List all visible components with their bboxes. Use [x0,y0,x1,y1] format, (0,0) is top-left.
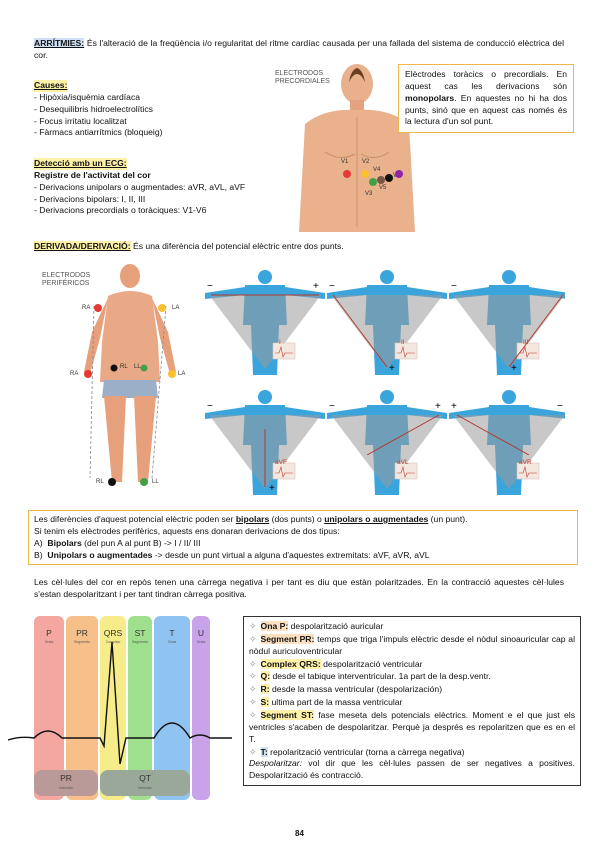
lead-iii-label: III [523,339,529,346]
causes-section: Causes: - Hipòxia/isquèmia cardíaca - De… [34,80,274,139]
lead-definition: DERIVADA/DERIVACIÓ: És una diferència de… [34,241,564,253]
precordial-caption: ELECTRODOS PRECORDIALES [275,70,330,86]
lead-text: És una diferència del potencial elèctric… [133,241,344,251]
svg-text:−: − [557,401,563,412]
lead-term: DERIVADA/DERIVACIÓ: [34,241,131,251]
detection-section: Detecció amb un ECG: Registre de l'activ… [34,158,294,217]
svg-text:+: + [269,483,275,494]
svg-text:−: − [207,401,213,412]
wave-t: T Onda [154,616,190,800]
electrode-label: RA [70,371,79,377]
list-item: - Desequilibris hidroelectrolítics [34,103,153,114]
electrode-label: LA [178,371,186,377]
potential-box: Les diferències d'aquest potencial elèct… [28,510,578,566]
arrhythmia-text: És l'alteració de la freqüència i/o regu… [34,38,564,60]
electrode-label: RA [82,305,91,311]
ecg-legend-box: ✧Ona P: despolarització auricular ✧Segme… [243,616,581,787]
legend-item: ✧T: repolarització ventricular (torna a … [249,746,465,757]
list-item: - Derivacions bipolars: I, II, III [34,193,146,204]
peripheral-figure: ELECTRODOS PERIFÉRICOS RA LA RA RL LL LA… [34,262,194,494]
electrode-label: LL [152,479,159,485]
cells-paragraph: Les cèl·lules del cor en repòs tenen una… [34,577,564,599]
svg-text:+: + [389,363,395,374]
ecg-diagram: P Onda PR Segmento QRS Complejo ST Segme… [8,616,232,800]
body-illustration [84,264,176,486]
svg-text:+: + [511,363,517,374]
list-item: - Derivacions unipolars o augmentades: a… [34,181,246,192]
lead-avf-label: aVF [275,459,287,466]
svg-text:+: + [451,401,457,412]
legend-note: Despolaritzar: vol dir que les cèl·lules… [249,758,575,781]
legend-item: ✧Ona P: despolarització auricular [249,621,384,631]
lead-i-label: I [279,339,281,346]
lead-avr-label: aVR [519,459,532,466]
einthoven-grid: −+ −+ −+ −+ −+ +− [205,269,565,496]
list-item: - Focus irritatiu localitzat [34,115,127,126]
arrhythmia-term: ARRÍTMIES: [34,38,85,48]
lead-v4-label: V4 [373,167,381,173]
peripheral-caption: ELECTRODOS PERIFÉRICOS [42,272,91,288]
svg-text:−: − [207,281,213,292]
lead-v3-label: V3 [365,191,373,197]
detection-subheading: Registre de l'activitat del cor [34,169,151,180]
wave-u: U Onda [192,616,210,800]
svg-text:−: − [329,401,335,412]
detection-list: - Derivacions unipolars o augmentades: a… [34,182,294,218]
einthoven-diagrams: −+ −+ −+ −+ −+ +− I II III aVF aVL aVR [205,265,565,500]
list-item: - Fàrmacs antiarrítmics (bloqueig) [34,127,163,138]
wave-p: P Onda [34,616,64,800]
electrode-label: RL [120,364,128,370]
precordial-electrodes [343,170,403,186]
wave-pr: PR Segmento [66,616,98,800]
page-number: 84 [295,829,304,838]
svg-text:−: − [329,281,335,292]
wave-st: ST Segmento [128,616,152,800]
legend-item: ✧S: ultima part de la massa ventricular [249,697,403,708]
lead-v1-label: V1 [341,159,349,165]
legend-item: ✧Segment PR: temps que triga l'impuls el… [249,633,575,656]
torso-illustration [299,64,415,232]
electrode-label: LA [172,305,180,311]
ecg-trace [8,641,232,765]
lead-v2-label: V2 [362,159,370,165]
svg-text:+: + [435,401,441,412]
electrode-label: RL [96,479,104,485]
lead-ii-label: II [401,339,405,346]
lead-v5-label: V5 [379,185,387,191]
interval-qt: QT Intervalo [100,770,190,796]
legend-item: ✧Q: desde el tabique interventricular. 1… [249,671,491,682]
legend-item: ✧R: desde la massa ventricular (despolar… [249,684,443,695]
list-item: - Hipòxia/isquèmia cardíaca [34,91,141,102]
electrode-label: LL [134,364,141,370]
legend-item: ✧Segment ST: fase meseta dels potencials… [249,710,576,744]
interval-pr: PR Intervalo [34,770,98,796]
causes-heading: Causes: [34,80,68,92]
legend-item: ✧Complex QRS: despolarització ventricula… [249,658,423,669]
svg-text:−: − [451,281,457,292]
svg-text:+: + [313,281,319,292]
lead-avl-label: aVL [397,459,409,466]
precordial-note-box: Elèctrodes toràcics o precordials. En aq… [398,64,574,134]
causes-list: - Hipòxia/isquèmia cardíaca - Desequilib… [34,92,274,139]
list-item: - Derivacions precordials o toràciques: … [34,205,207,216]
precordial-figure: ELECTRODOS PRECORDIALES V1 V2 V3 V4 V5 V… [265,62,415,232]
detection-heading: Detecció amb un ECG: [34,158,127,170]
arrhythmia-definition: ARRÍTMIES: És l'alteració de la freqüènc… [34,38,564,62]
